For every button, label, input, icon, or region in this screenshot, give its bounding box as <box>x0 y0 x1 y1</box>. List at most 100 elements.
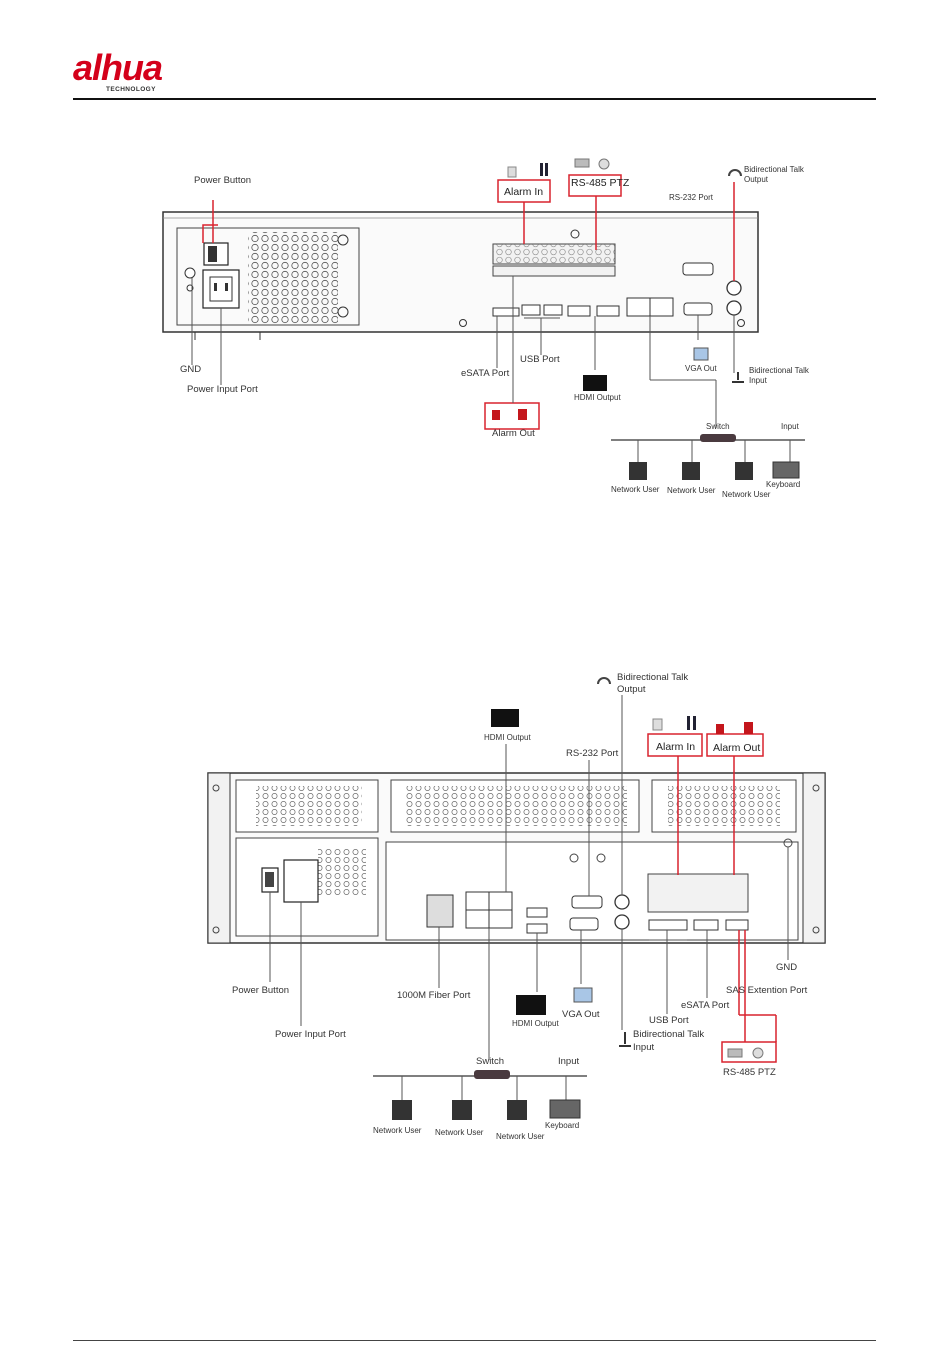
alarm-out-callout-2 <box>706 733 764 757</box>
hdmi-top-monitor-icon <box>491 709 519 727</box>
label2-power-input: Power Input Port <box>275 1029 346 1040</box>
rs232-2-port-shape <box>571 895 603 909</box>
label2-fiber: 1000M Fiber Port <box>397 990 471 1001</box>
label-alarm-in: Alarm In <box>504 186 543 198</box>
label2-hdmi-bottom: HDMI Output <box>512 1019 559 1028</box>
label-usb: USB Port <box>520 354 560 365</box>
keyboard-icon-2 <box>549 1099 581 1119</box>
label2-power-button: Power Button <box>232 985 289 996</box>
label2-switch: Switch <box>476 1056 504 1067</box>
power-switch <box>203 242 229 266</box>
audio-out-jack <box>726 280 742 296</box>
label2-network-user-3: Network User <box>496 1132 545 1141</box>
label2-gnd: GND <box>776 962 797 973</box>
label2-alarm-in: Alarm In <box>656 741 695 753</box>
label2-esata: eSATA Port <box>681 1000 730 1011</box>
label2-bidir-out-1: Bidirectional Talk <box>617 672 688 683</box>
label2-bidir-in-1: Bidirectional Talk <box>633 1029 704 1040</box>
hdmi-bottom-monitor-icon <box>516 995 546 1015</box>
label-esata: eSATA Port <box>461 368 510 379</box>
dahua-logo: alhua TECHNOLOGY <box>73 47 233 96</box>
vga-2-port-shape <box>569 917 599 931</box>
rs232-port-shape <box>682 262 714 276</box>
label-switch: Switch <box>706 422 730 431</box>
label2-keyboard: Keyboard <box>545 1121 579 1130</box>
keyboard-icon <box>772 461 800 479</box>
user-pc-icon-1 <box>629 462 647 480</box>
logo-subtitle: TECHNOLOGY <box>106 86 156 93</box>
alarm-sensor-icon <box>507 166 517 178</box>
headset-icon <box>728 169 742 177</box>
label-bidir-out-2: Output <box>744 175 769 184</box>
audio-in-jack-2 <box>614 914 630 930</box>
audio-out-jack-2 <box>614 894 630 910</box>
label-network-user-2: Network User <box>667 486 716 495</box>
page-header: alhua TECHNOLOGY <box>0 0 950 110</box>
hdmi2-port-shape-1 <box>526 907 548 918</box>
hdmi2-port-shape-2 <box>526 923 548 934</box>
label2-hdmi: HDMI Output <box>484 733 531 742</box>
alarm-in-callout-2 <box>647 733 703 757</box>
dome-camera-icon <box>598 158 610 170</box>
power-socket <box>202 269 240 309</box>
microphone-icon <box>732 372 744 383</box>
label2-bidir-out-2: Output <box>617 684 646 695</box>
dome-camera-icon-2 <box>752 1047 764 1059</box>
user-pc-icon-4 <box>392 1100 412 1120</box>
hdmi-monitor-icon <box>583 375 607 391</box>
nvr-chassis <box>162 211 759 340</box>
vga-monitor-icon <box>693 347 709 361</box>
label2-network-user-1: Network User <box>373 1126 422 1135</box>
alarm-contact-icon-2 <box>687 716 690 730</box>
label-vga: VGA Out <box>685 364 717 373</box>
label2-alarm-out: Alarm Out <box>713 742 760 754</box>
label-input: Input <box>781 422 800 431</box>
headset-icon-2 <box>597 677 611 685</box>
user-pc-icon-2 <box>682 462 700 480</box>
rear-panel-diagram-1: Power Button Alarm In RS-485 PTZ Bidirec… <box>162 158 810 499</box>
alarm-light-icon-2 <box>518 409 527 420</box>
label2-input: Input <box>558 1056 579 1067</box>
user-pc-icon-3 <box>735 462 753 480</box>
label-gnd: GND <box>180 364 201 375</box>
user-pc-icon-5 <box>452 1100 472 1120</box>
rs485-callout <box>568 174 622 197</box>
usb-port-shape-1 <box>521 304 541 316</box>
label2-usb: USB Port <box>649 1015 689 1026</box>
label-bidir-out-1: Bidirectional Talk <box>744 165 805 174</box>
label-power-button: Power Button <box>194 175 251 186</box>
esata2-port-shape <box>693 919 719 931</box>
label-alarm-out: Alarm Out <box>492 428 535 439</box>
alarm-terminal-block <box>492 243 616 277</box>
label-bidir-in-1: Bidirectional Talk <box>749 366 810 375</box>
label-bidir-in-2: Input <box>749 376 768 385</box>
network-section-2 <box>373 1070 587 1120</box>
label2-vga: VGA Out <box>562 1009 600 1020</box>
logo-text: alhua <box>73 47 163 88</box>
usb-port-shape-2 <box>543 304 563 316</box>
label-rs232: RS-232 Port <box>669 193 714 202</box>
esata-port-shape <box>492 307 520 317</box>
power-socket-2 <box>283 859 319 903</box>
alarm-contact-icon <box>540 163 543 176</box>
gnd-screw <box>184 267 196 279</box>
sas-port-shape <box>725 919 749 931</box>
vga-monitor-icon-2 <box>573 987 593 1003</box>
user-pc-icon-6 <box>507 1100 527 1120</box>
alarm-sensor-icon-2 <box>652 718 663 731</box>
label-network-user-1: Network User <box>611 485 660 494</box>
label2-bidir-in-2: Input <box>633 1042 654 1053</box>
usb2-ports-shape <box>648 919 688 931</box>
switch-icon-2 <box>474 1070 510 1079</box>
microphone-icon-2 <box>619 1032 631 1047</box>
audio-in-jack <box>726 300 742 316</box>
switch-icon <box>700 434 736 442</box>
label2-network-user-2: Network User <box>435 1128 484 1137</box>
label-power-input: Power Input Port <box>187 384 258 395</box>
rear-panel-diagram-2: Bidirectional Talk Output HDMI Output RS… <box>207 672 826 1141</box>
ptz-camera-icon-2 <box>727 1048 743 1058</box>
label2-rs485: RS-485 PTZ <box>723 1067 776 1078</box>
alarm-light-icon-4 <box>744 722 753 734</box>
alarm-light-icon-1 <box>492 410 500 420</box>
rs485-callout-2 <box>721 1041 777 1063</box>
